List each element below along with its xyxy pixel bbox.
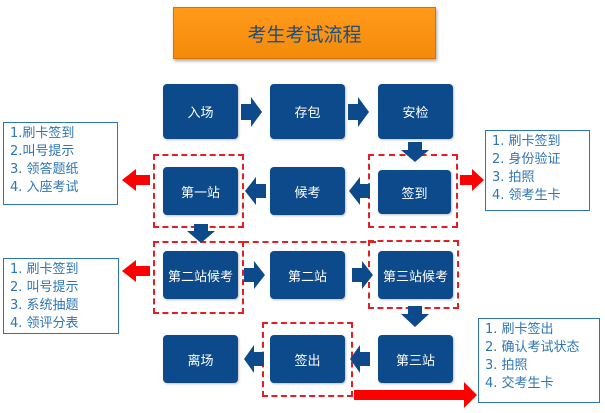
arrow-down-icon [401, 306, 429, 327]
highlight-station2 [243, 241, 376, 243]
info-item: 2.叫号提示 [10, 144, 75, 159]
callout-arrow-right-icon [354, 382, 477, 408]
info-box-station1: 1.刷卡签到 2.叫号提示 3. 领答题纸 4. 入座考试 [3, 122, 118, 205]
step-station3-waiting: 第三站候考 [378, 251, 453, 299]
arrow-left-icon [244, 345, 264, 373]
highlight-station2-waiting [153, 241, 244, 314]
callout-arrow-right-icon [460, 169, 484, 191]
arrow-down-icon [401, 142, 429, 162]
info-item: 2. 确认考试状态 [485, 340, 580, 355]
info-item: 2. 身份验证 [492, 152, 561, 167]
step-security: 安检 [378, 84, 453, 139]
info-item: 3. 拍照 [485, 358, 528, 373]
diagram-title: 考生考试流程 [173, 7, 436, 59]
info-item: 4. 领考生卡 [492, 188, 561, 203]
arrow-left-icon [349, 177, 370, 205]
step-station2-waiting: 第二站候考 [163, 251, 238, 299]
step-exit: 离场 [163, 335, 238, 383]
arrow-left-icon [350, 345, 370, 373]
step-station2: 第二站 [270, 251, 345, 299]
arrow-down-icon [187, 224, 215, 243]
info-item: 4. 交考生卡 [485, 376, 554, 391]
info-box-station2-waiting: 1. 刷卡签到 2. 叫号提示 3. 系统抽题 4. 领评分表 [3, 258, 119, 334]
arrow-left-icon [245, 177, 266, 205]
info-item: 1. 刷卡签到 [10, 262, 79, 277]
arrow-right-icon [348, 97, 369, 127]
arrow-right-icon [241, 97, 262, 127]
callout-arrow-left-icon [122, 169, 150, 191]
info-item: 3. 系统抽题 [10, 298, 79, 313]
info-item: 1. 刷卡签出 [485, 322, 554, 337]
step-waiting: 候考 [270, 167, 345, 215]
info-item: 4. 领评分表 [10, 316, 79, 331]
step-check-out: 签出 [270, 335, 345, 383]
arrow-right-icon [352, 261, 373, 289]
step-station1: 第一站 [163, 167, 238, 215]
info-item: 2. 叫号提示 [10, 280, 79, 295]
step-check-in: 签到 [378, 170, 451, 214]
info-item: 3. 拍照 [492, 170, 535, 185]
info-item: 1. 刷卡签到 [492, 134, 561, 149]
step-bag-storage: 存包 [270, 84, 345, 139]
step-station3: 第三站 [378, 335, 453, 383]
info-item: 3. 领答题纸 [10, 162, 79, 177]
info-item: 1.刷卡签到 [10, 126, 75, 141]
step-entry: 入场 [163, 84, 238, 139]
callout-arrow-left-icon [122, 260, 150, 282]
info-item: 4. 入座考试 [10, 180, 79, 195]
info-box-check-in: 1. 刷卡签到 2. 身份验证 3. 拍照 4. 领考生卡 [485, 130, 590, 211]
info-box-check-out: 1. 刷卡签出 2. 确认考试状态 3. 拍照 4. 交考生卡 [478, 318, 600, 403]
arrow-right-icon [244, 261, 265, 289]
